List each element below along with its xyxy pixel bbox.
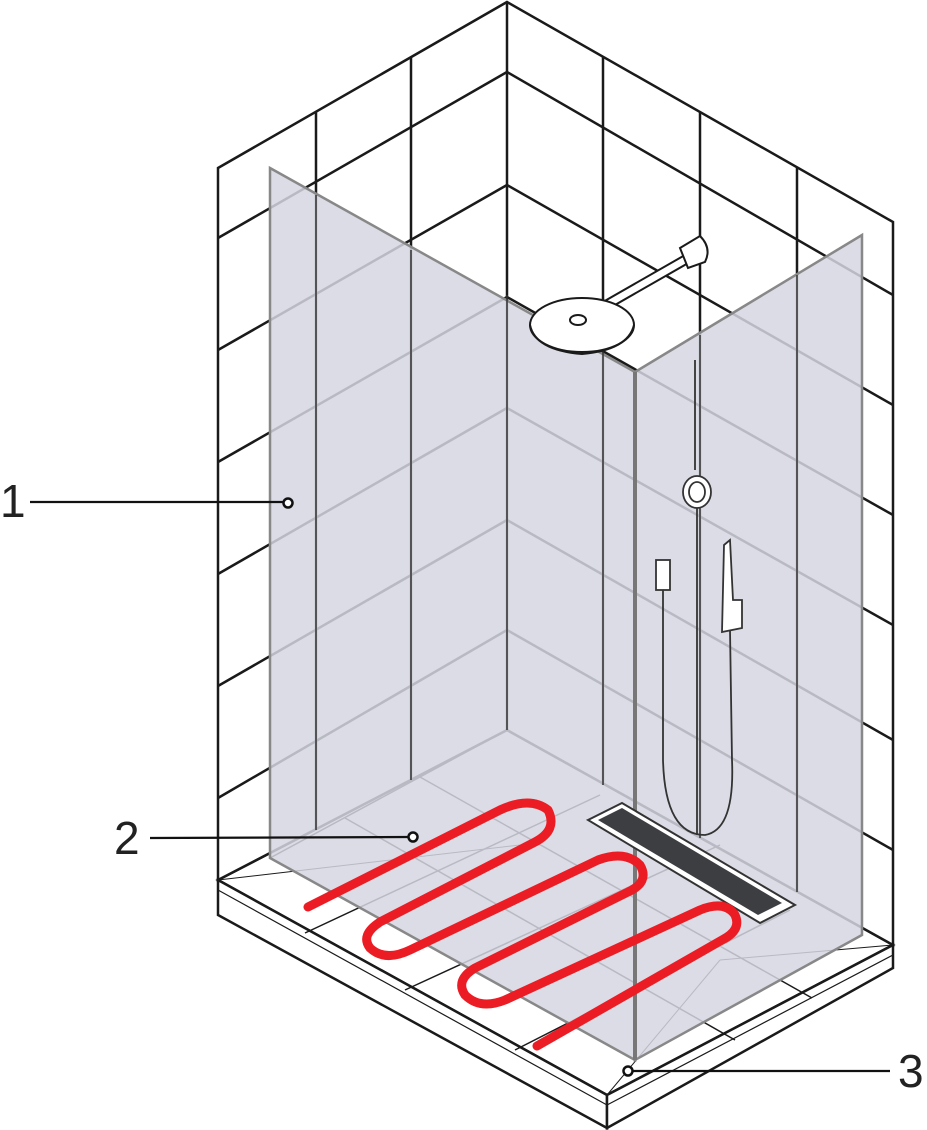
callout-label-2: 2 bbox=[114, 812, 140, 864]
callout-dot-1 bbox=[282, 497, 294, 509]
linear-drain bbox=[585, 801, 798, 925]
callout-label-1: 1 bbox=[0, 475, 26, 527]
callout-dot-3 bbox=[622, 1065, 634, 1077]
callouts bbox=[30, 497, 890, 1077]
hand-shower bbox=[655, 360, 743, 836]
rain-shower-head bbox=[529, 234, 709, 356]
callout-label-3: 3 bbox=[898, 1045, 924, 1097]
heating-cable bbox=[303, 798, 742, 1051]
callout-dot-2 bbox=[407, 831, 419, 843]
